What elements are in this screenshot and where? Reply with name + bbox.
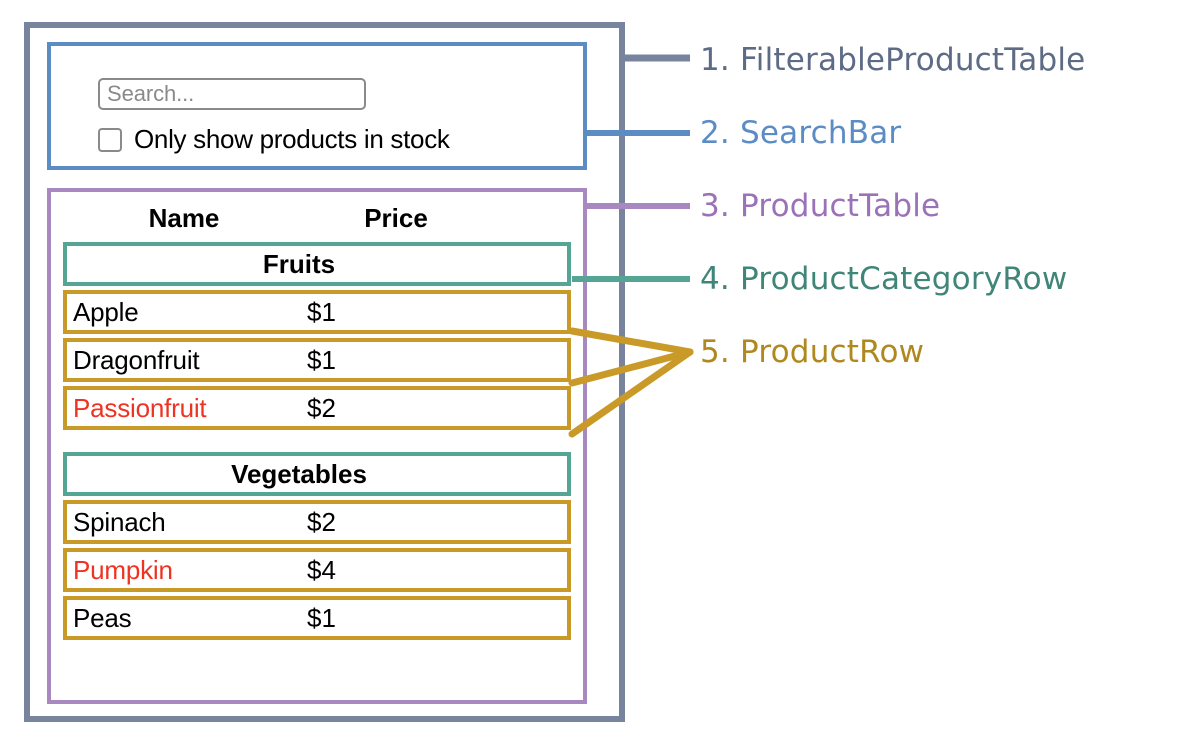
product-category-row: Vegetables bbox=[63, 452, 571, 496]
product-name: Pumpkin bbox=[73, 554, 173, 585]
callout-label-product-category-row: 4. ProductCategoryRow bbox=[700, 261, 1068, 297]
product-price: $2 bbox=[307, 392, 336, 423]
product-name: Spinach bbox=[73, 506, 166, 537]
callout-label-filterable-product-table: 1. FilterableProductTable bbox=[700, 42, 1086, 78]
product-price: $1 bbox=[307, 344, 336, 375]
product-row: Peas $1 bbox=[63, 596, 571, 640]
search-bar-frame: Search... Only show products in stock bbox=[47, 42, 587, 170]
callout-label-search-bar: 2. SearchBar bbox=[700, 115, 902, 151]
product-name: Apple bbox=[73, 296, 139, 327]
product-row: Dragonfruit $1 bbox=[63, 338, 571, 382]
filterable-product-table-frame: Search... Only show products in stock Na… bbox=[24, 22, 625, 722]
search-input-placeholder: Search... bbox=[107, 81, 195, 106]
product-price: $4 bbox=[307, 554, 336, 585]
search-input[interactable]: Search... bbox=[98, 78, 366, 110]
column-header-name: Name bbox=[148, 202, 220, 233]
product-name: Passionfruit bbox=[73, 392, 207, 423]
product-row: Pumpkin $4 bbox=[63, 548, 571, 592]
product-category-row: Fruits bbox=[63, 242, 571, 286]
product-price: $1 bbox=[307, 602, 336, 633]
product-table-frame: Name Price Fruits Apple $1 Dragonfruit $… bbox=[47, 188, 587, 704]
in-stock-filter-label: Only show products in stock bbox=[134, 124, 450, 154]
product-name: Peas bbox=[73, 602, 132, 633]
product-row: Passionfruit $2 bbox=[63, 386, 571, 430]
product-row: Spinach $2 bbox=[63, 500, 571, 544]
product-name: Dragonfruit bbox=[73, 344, 200, 375]
section-spacer bbox=[63, 434, 571, 452]
product-row: Apple $1 bbox=[63, 290, 571, 334]
product-category-label: Vegetables bbox=[231, 458, 367, 489]
product-category-label: Fruits bbox=[262, 248, 336, 279]
table-header-row: Name Price bbox=[63, 194, 571, 242]
callout-label-product-table: 3. ProductTable bbox=[700, 188, 941, 224]
callout-label-product-row: 5. ProductRow bbox=[700, 334, 925, 370]
in-stock-filter-row[interactable]: Only show products in stock bbox=[98, 124, 450, 155]
product-price: $2 bbox=[307, 506, 336, 537]
product-price: $1 bbox=[307, 296, 336, 327]
product-table: Name Price Fruits Apple $1 Dragonfruit $… bbox=[63, 194, 571, 644]
column-header-price: Price bbox=[364, 202, 428, 233]
checkbox-icon[interactable] bbox=[98, 127, 122, 152]
